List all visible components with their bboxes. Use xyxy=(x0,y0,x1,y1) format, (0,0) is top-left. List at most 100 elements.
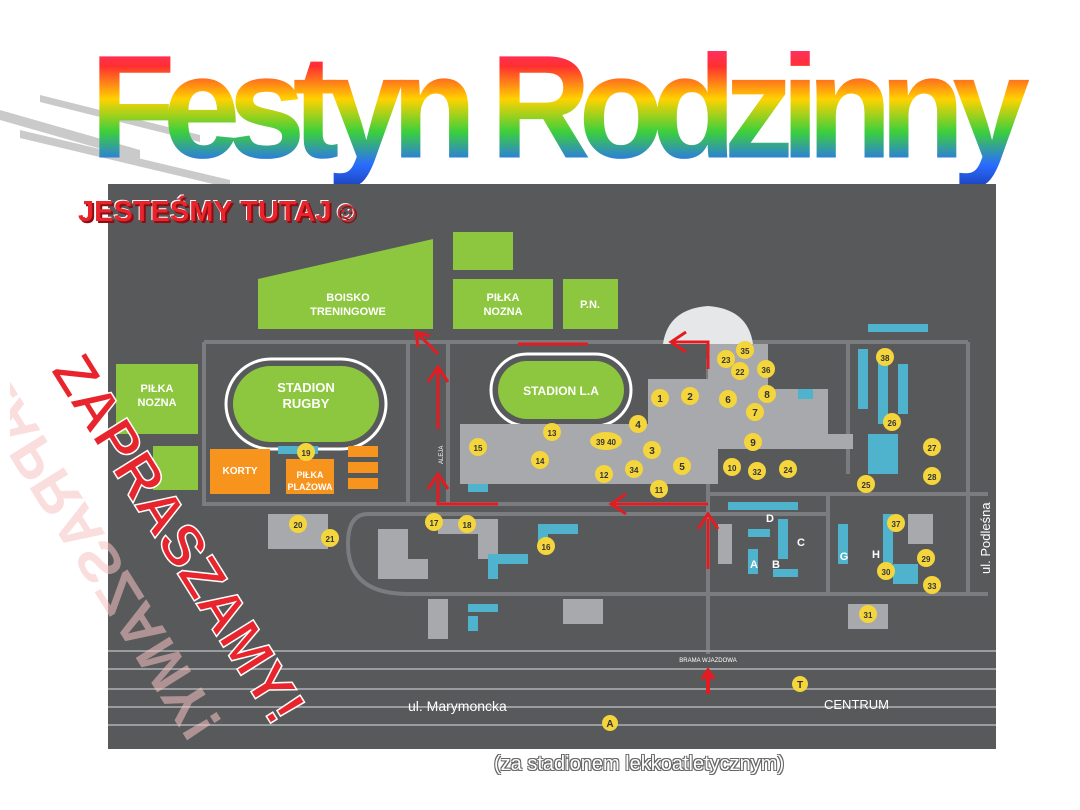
marker-10: 10 xyxy=(723,458,741,476)
letter-g: G xyxy=(840,551,849,563)
svg-text:29: 29 xyxy=(922,555,931,564)
building-markers: 1 2 3 4 5 6 7 8 9 10 11 12 13 14 15 16 1… xyxy=(289,341,941,623)
marker-21: 21 xyxy=(321,529,339,547)
svg-text:T: T xyxy=(797,680,803,691)
marker-5: 5 xyxy=(673,457,691,475)
svg-text:34: 34 xyxy=(630,466,639,475)
svg-text:6: 6 xyxy=(725,395,731,406)
marker-36: 36 xyxy=(757,360,775,378)
bus-stop: A xyxy=(602,715,618,731)
svg-text:16: 16 xyxy=(542,543,551,552)
stadium-la xyxy=(498,361,624,419)
letter-d: D xyxy=(766,513,774,525)
svg-text:5: 5 xyxy=(679,462,685,473)
label-beach-2: PLAŻOWA xyxy=(288,482,333,492)
small-field xyxy=(153,446,198,490)
label-centrum: CENTRUM xyxy=(824,697,889,712)
title-text: Festyn Rodzinny xyxy=(90,25,1030,189)
label-alley: ALEJA xyxy=(439,446,445,464)
marker-30: 30 xyxy=(877,562,895,580)
label-football-2b: NOZNA xyxy=(137,397,176,409)
green-fields xyxy=(116,232,633,490)
marker-35: 35 xyxy=(736,341,754,359)
marker-24: 24 xyxy=(779,460,797,478)
svg-text:2: 2 xyxy=(687,392,693,403)
marker-25: 25 xyxy=(857,475,875,493)
svg-text:8: 8 xyxy=(764,390,770,401)
svg-text:19: 19 xyxy=(302,449,311,458)
marker-26: 26 xyxy=(883,413,901,431)
marker-37: 37 xyxy=(887,514,905,532)
svg-text:24: 24 xyxy=(784,466,793,475)
marker-31: 31 xyxy=(859,605,877,623)
decorative-streaks xyxy=(0,95,230,188)
marker-2: 2 xyxy=(681,387,699,405)
main-roads xyxy=(108,650,996,726)
street-podlesna: ul. Podleśna xyxy=(978,502,993,574)
marker-3: 3 xyxy=(643,441,661,459)
football-field-1 xyxy=(453,279,553,329)
marker-28: 28 xyxy=(923,467,941,485)
marker-7: 7 xyxy=(746,403,764,421)
route-arrows xyxy=(414,329,720,569)
letter-a: A xyxy=(750,559,758,571)
svg-text:26: 26 xyxy=(888,419,897,428)
marker-14: 14 xyxy=(531,451,549,469)
marker-23: 23 xyxy=(717,350,735,368)
invite-banner: ZAPRASZAMY! ZAPRASZAMY! xyxy=(10,350,319,751)
here-text: JESTEŚMY TUTAJ xyxy=(78,196,332,228)
svg-text:25: 25 xyxy=(862,481,871,490)
marker-29: 29 xyxy=(917,549,935,567)
svg-text:14: 14 xyxy=(536,457,545,466)
marker-12: 12 xyxy=(595,465,613,483)
svg-text:38: 38 xyxy=(881,354,890,363)
marker-9: 9 xyxy=(744,433,762,451)
here-label: JESTEŚMY TUTAJ☺ xyxy=(78,196,361,229)
svg-text:11: 11 xyxy=(655,486,664,495)
svg-text:9: 9 xyxy=(750,438,756,449)
marker-1: 1 xyxy=(651,389,669,407)
marker-17: 17 xyxy=(425,513,443,531)
label-training-field-2: TRENINGOWE xyxy=(310,306,386,318)
svg-text:17: 17 xyxy=(430,519,439,528)
svg-text:39 40: 39 40 xyxy=(596,438,617,447)
label-gate: BRAMA WJAZDOWA xyxy=(679,658,736,664)
gate-arrow xyxy=(700,667,716,694)
marker-39-40: 39 40 xyxy=(590,432,622,450)
svg-text:12: 12 xyxy=(600,471,609,480)
smiley-icon: ☺ xyxy=(331,196,362,228)
beach-volley xyxy=(286,459,334,494)
label-football-2a: PIŁKA xyxy=(141,383,174,395)
svg-text:28: 28 xyxy=(928,473,937,482)
label-rugby-1: STADION xyxy=(277,380,335,395)
marker-34: 34 xyxy=(625,460,643,478)
svg-text:10: 10 xyxy=(728,464,737,473)
marker-32: 32 xyxy=(748,462,766,480)
letter-h: H xyxy=(872,549,880,561)
marker-19: 19 xyxy=(297,443,315,461)
svg-text:1: 1 xyxy=(657,394,663,405)
marker-16: 16 xyxy=(537,537,555,555)
svg-text:22: 22 xyxy=(736,368,745,377)
stadium-rugby xyxy=(233,366,379,442)
marker-38: 38 xyxy=(876,348,894,366)
svg-text:20: 20 xyxy=(294,521,303,530)
marker-22: 22 xyxy=(731,362,749,380)
marker-4: 4 xyxy=(629,415,647,433)
svg-text:27: 27 xyxy=(928,444,937,453)
marker-27: 27 xyxy=(923,438,941,456)
label-football-1b: NOZNA xyxy=(483,306,522,318)
marker-18: 18 xyxy=(458,515,476,533)
svg-text:4: 4 xyxy=(635,420,641,431)
svg-text:A: A xyxy=(606,719,613,730)
svg-text:33: 33 xyxy=(928,582,937,591)
marker-11: 11 xyxy=(650,480,668,498)
svg-text:32: 32 xyxy=(753,468,762,477)
svg-text:18: 18 xyxy=(463,521,472,530)
korty xyxy=(210,449,270,494)
page-title: Festyn Rodzinny xyxy=(90,25,1030,189)
svg-text:21: 21 xyxy=(326,535,335,544)
svg-text:23: 23 xyxy=(722,356,731,365)
training-field xyxy=(258,239,433,329)
label-korty: KORTY xyxy=(223,466,258,477)
